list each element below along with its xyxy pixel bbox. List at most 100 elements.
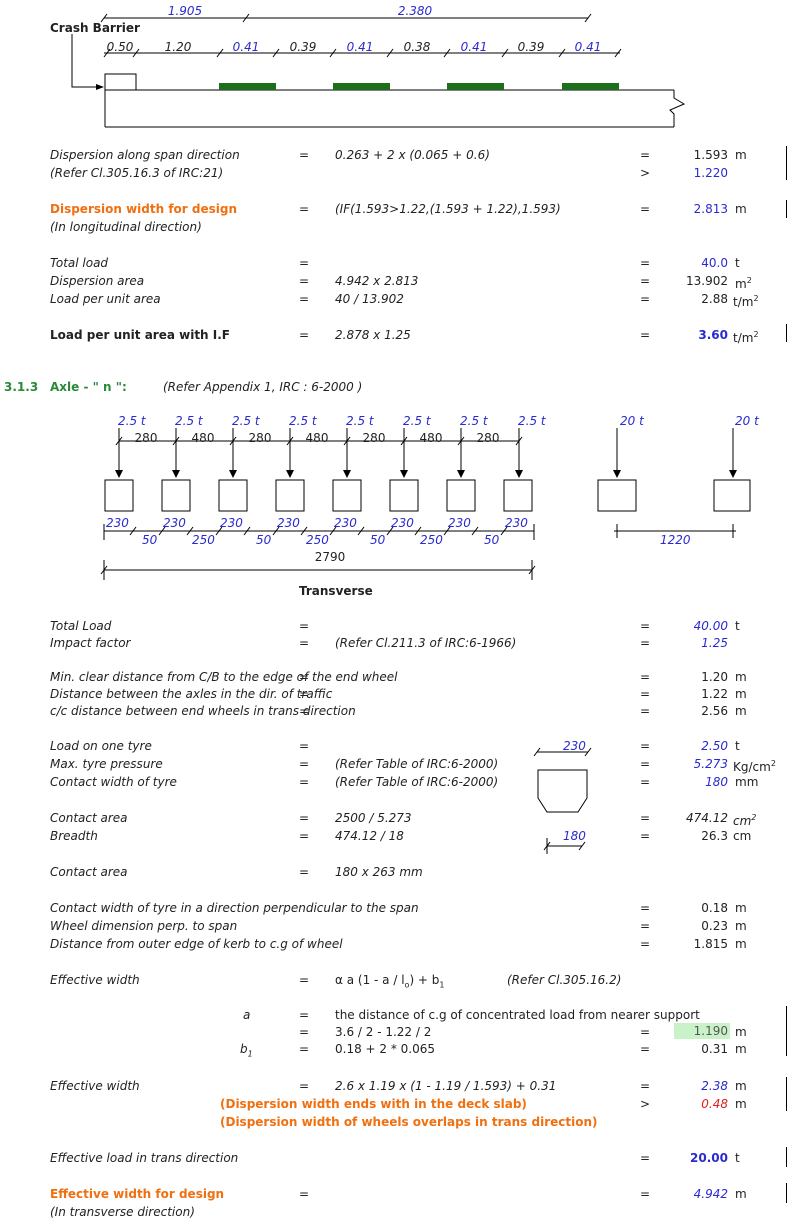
tyre-load-label: Load on one tyre (50, 739, 152, 753)
contact-area-formula: 2500 / 5.273 (335, 811, 412, 825)
unit: m (735, 687, 747, 701)
unit: m (735, 202, 747, 216)
load-if-label: Load per unit area with I.F (50, 328, 230, 342)
spacing-5: 280 (362, 431, 386, 445)
equals-sign: = (640, 148, 651, 162)
equals-sign: = (640, 739, 651, 753)
breadth-formula: 474.12 / 18 (335, 829, 404, 843)
greater-sign: > (640, 166, 651, 180)
unit: m (735, 937, 747, 951)
equals-sign: = (640, 811, 651, 825)
dispersion-span-value: 1.593 (693, 148, 728, 162)
superscript: 2 (770, 759, 776, 768)
tyre-load-value: 2.50 (701, 739, 728, 753)
eff-design-value: 4.942 (693, 1187, 728, 1201)
total-load-value: 40.0 (701, 256, 728, 270)
axle-diagram (100, 428, 751, 580)
tyre-width-4: 230 (277, 516, 300, 530)
big-load-2: 20 t (735, 414, 759, 428)
kerb-dist-value: 1.815 (693, 937, 728, 951)
equals-sign: = (640, 829, 651, 843)
dim-low-2: 1.20 (164, 40, 192, 54)
wheel-perp-value: 0.23 (701, 919, 728, 933)
section-ref: (Refer Appendix 1, IRC : 6-2000 ) (163, 380, 363, 394)
unit: Kg/cm (733, 760, 771, 774)
unit: m (735, 1097, 747, 1111)
margin-bar (786, 1077, 787, 1111)
equals-sign: = (640, 1025, 651, 1039)
unit: m (735, 919, 747, 933)
dispersion-design-value: 2.813 (693, 202, 728, 216)
unit: m (735, 1079, 747, 1093)
spacing-1: 280 (134, 431, 158, 445)
dim-low-3: 0.41 (232, 40, 260, 54)
equals-sign: = (640, 1079, 651, 1093)
equals-sign: = (299, 829, 310, 843)
axle-dist-value: 1.22 (701, 687, 728, 701)
wheel-load-4: 2.5 t (289, 414, 317, 428)
b1-formula: 0.18 + 2 * 0.065 (335, 1042, 436, 1056)
tyre-width-3: 230 (220, 516, 243, 530)
equals-sign: = (640, 704, 651, 718)
load-if-formula: 2.878 x 1.25 (335, 328, 411, 342)
load-if-value: 3.60 (698, 328, 728, 342)
cw-perp-value: 0.18 (701, 901, 728, 915)
kerb-dist-label: Distance from outer edge of kerb to c.g … (50, 937, 343, 951)
cc-dist-value: 2.56 (701, 704, 728, 718)
note-overlap: (Dispersion width of wheels overlaps in … (220, 1115, 598, 1129)
gap-3: 50 (256, 533, 272, 547)
equals-sign: = (299, 202, 310, 216)
wheel-load-5: 2.5 t (346, 414, 374, 428)
tyre-width-1: 230 (106, 516, 129, 530)
equals-sign: = (299, 739, 310, 753)
min-clear-label: Min. clear distance from C/B to the edge… (50, 670, 398, 684)
tyre-pressure-value: 5.273 (693, 757, 728, 771)
equals-sign: = (299, 274, 310, 288)
diagram-caption: Transverse (299, 584, 373, 598)
cc-dist-label: c/c distance between end wheels in trans… (50, 704, 356, 718)
eff-width-formula-label: Effective width (50, 973, 140, 987)
total-span: 2790 (314, 550, 346, 564)
margin-bar (786, 324, 787, 342)
unit: m (735, 1042, 747, 1056)
spacing-3: 280 (248, 431, 272, 445)
unit: m (735, 1025, 747, 1039)
equals-sign: = (299, 670, 310, 684)
equals-sign: = (299, 1079, 310, 1093)
load-per-unit-label: Load per unit area (50, 292, 161, 306)
tyre-bottom-width: 180 (563, 829, 586, 843)
equals-sign: = (640, 1151, 651, 1165)
equals-sign: = (299, 1008, 310, 1022)
eff-design-label: Effective width for design (50, 1187, 225, 1201)
unit: m (735, 277, 747, 291)
note-deck-slab: (Dispersion width ends with in the deck … (220, 1097, 527, 1111)
equals-sign: = (299, 292, 310, 306)
equals-sign: = (640, 1187, 651, 1201)
formula-text: α a (1 - a / l (335, 973, 405, 987)
eff-width-formula-ref: (Refer Cl.305.16.2) (507, 973, 622, 987)
dispersion-design-sub: (In longitudinal direction) (50, 220, 202, 234)
dim-top-2: 2.380 (397, 4, 433, 18)
formula-text: ) + b (409, 973, 440, 987)
tyre-pressure-label: Max. tyre pressure (50, 757, 163, 771)
spacing-7: 280 (476, 431, 500, 445)
wheel-perp-label: Wheel dimension perp. to span (50, 919, 238, 933)
dim-low-7: 0.41 (460, 40, 488, 54)
unit: t/m (733, 295, 754, 309)
min-clear-value: 1.20 (701, 670, 728, 684)
equals-sign: = (640, 670, 651, 684)
gap-4: 250 (306, 533, 329, 547)
wheel-load-6: 2.5 t (403, 414, 431, 428)
total-load-value: 40.00 (693, 619, 728, 633)
dim-low-8: 0.39 (517, 40, 545, 54)
equals-sign: = (640, 901, 651, 915)
equals-sign: = (299, 811, 310, 825)
equals-sign: = (299, 1187, 310, 1201)
a-definition: the distance of c.g of concentrated load… (335, 1008, 700, 1022)
dispersion-area-formula: 4.942 x 2.813 (335, 274, 419, 288)
equals-sign: = (640, 619, 651, 633)
gap-2: 250 (192, 533, 215, 547)
equals-sign: = (299, 619, 310, 633)
equals-sign: = (299, 865, 310, 879)
unit: m (735, 148, 747, 162)
